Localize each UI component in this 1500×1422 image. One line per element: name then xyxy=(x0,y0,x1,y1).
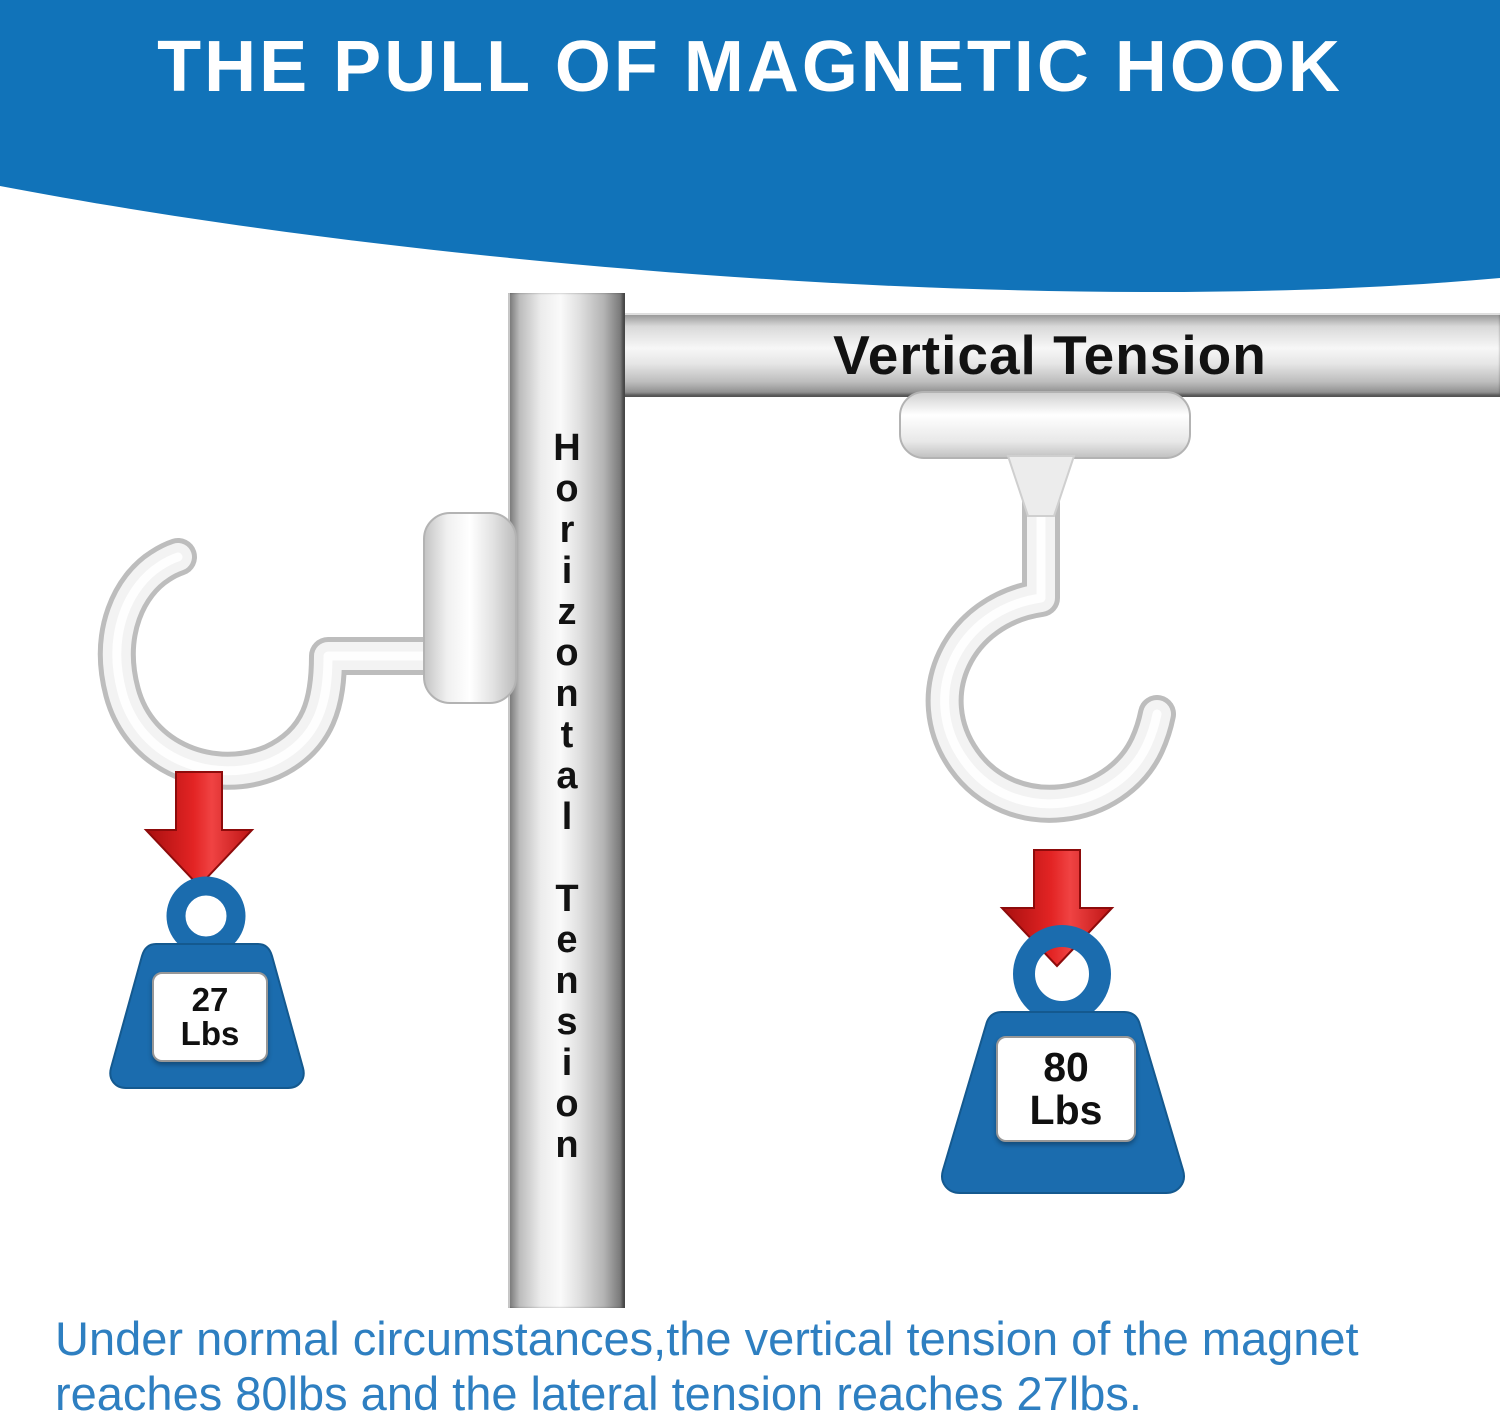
weight-unit-left: Lbs xyxy=(180,1015,240,1052)
left-hook-highlight xyxy=(112,552,435,776)
caption: Under normal circumstances,the vertical … xyxy=(55,1312,1475,1422)
left-hook-body xyxy=(102,543,444,785)
right-hook-magnet-disc xyxy=(899,391,1191,459)
weight-value-right: 80 xyxy=(1043,1044,1089,1091)
left-magnetic-hook xyxy=(97,512,517,790)
header-swoosh-shape xyxy=(0,0,1500,293)
right-hook-highlight xyxy=(940,495,1162,809)
horizontal-tension-label: Horizontal Tension xyxy=(546,426,588,1165)
down-arrow-icon-left xyxy=(143,771,255,888)
weight-plate-right: 80 Lbs xyxy=(996,1036,1136,1142)
left-hook-magnet-disc xyxy=(423,512,517,704)
right-magnetic-hook xyxy=(899,391,1191,823)
header-swoosh xyxy=(0,0,1500,293)
caption-line-1: Under normal circumstances,the vertical … xyxy=(55,1312,1359,1365)
weight-value-left: 27 xyxy=(191,980,229,1018)
vertical-metal-bar: Horizontal Tension xyxy=(508,293,625,1308)
vertical-tension-label: Vertical Tension xyxy=(833,324,1267,386)
right-hook-neck xyxy=(1006,455,1076,517)
page-title: THE PULL OF MAGNETIC HOOK xyxy=(157,27,1343,107)
horizontal-metal-bar: Vertical Tension xyxy=(510,313,1500,397)
weight-ring-left xyxy=(166,876,246,956)
weight-unit-right: Lbs xyxy=(1029,1087,1103,1133)
weight-plate-left: 27 Lbs xyxy=(152,972,268,1062)
caption-line-2: reaches 80lbs and the lateral tension re… xyxy=(55,1366,1142,1420)
